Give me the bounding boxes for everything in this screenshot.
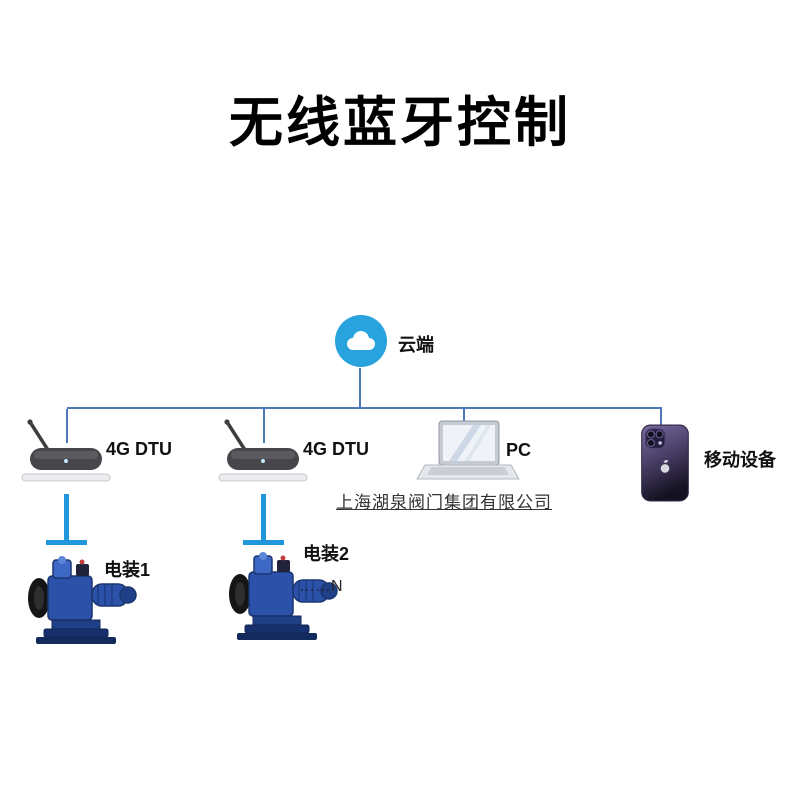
link-dtu1-actuator1-bar bbox=[46, 540, 87, 545]
link-dtu2-actuator2-bar bbox=[243, 540, 284, 545]
edge-bus-to-dtu2 bbox=[263, 409, 265, 443]
actuator2-label: 电装2 bbox=[303, 544, 350, 564]
link-dtu1-actuator1 bbox=[64, 494, 69, 540]
watermark-text: 上海湖泉阀门集团有限公司 bbox=[336, 493, 552, 512]
pc-label: PC bbox=[506, 440, 532, 460]
dtu1-label: 4G DTU bbox=[106, 439, 173, 459]
edge-bus-to-pc bbox=[463, 409, 465, 429]
link-dtu2-actuator2 bbox=[261, 494, 266, 540]
dtu1-router-icon bbox=[21, 419, 111, 482]
cloud-label: 云端 bbox=[398, 335, 434, 355]
page-title: 无线蓝牙控制 bbox=[229, 93, 571, 153]
actuator1-label: 电装1 bbox=[104, 560, 151, 580]
mobile-label: 移动设备 bbox=[704, 450, 776, 470]
actuator2-icon bbox=[229, 552, 338, 640]
edge-cloud-to-bus bbox=[359, 368, 361, 408]
edge-bus-to-mobile bbox=[660, 409, 662, 433]
actuator1-icon bbox=[28, 556, 137, 644]
edge-bus bbox=[67, 407, 662, 409]
dtu2-label: 4G DTU bbox=[303, 439, 370, 459]
laptop-icon bbox=[416, 420, 520, 480]
edge-bus-to-dtu1 bbox=[66, 409, 68, 443]
actuator2-more-label: ……N bbox=[299, 578, 343, 595]
cloud-icon bbox=[335, 315, 387, 367]
dtu2-router-icon bbox=[218, 419, 308, 482]
smartphone-icon bbox=[641, 424, 689, 502]
